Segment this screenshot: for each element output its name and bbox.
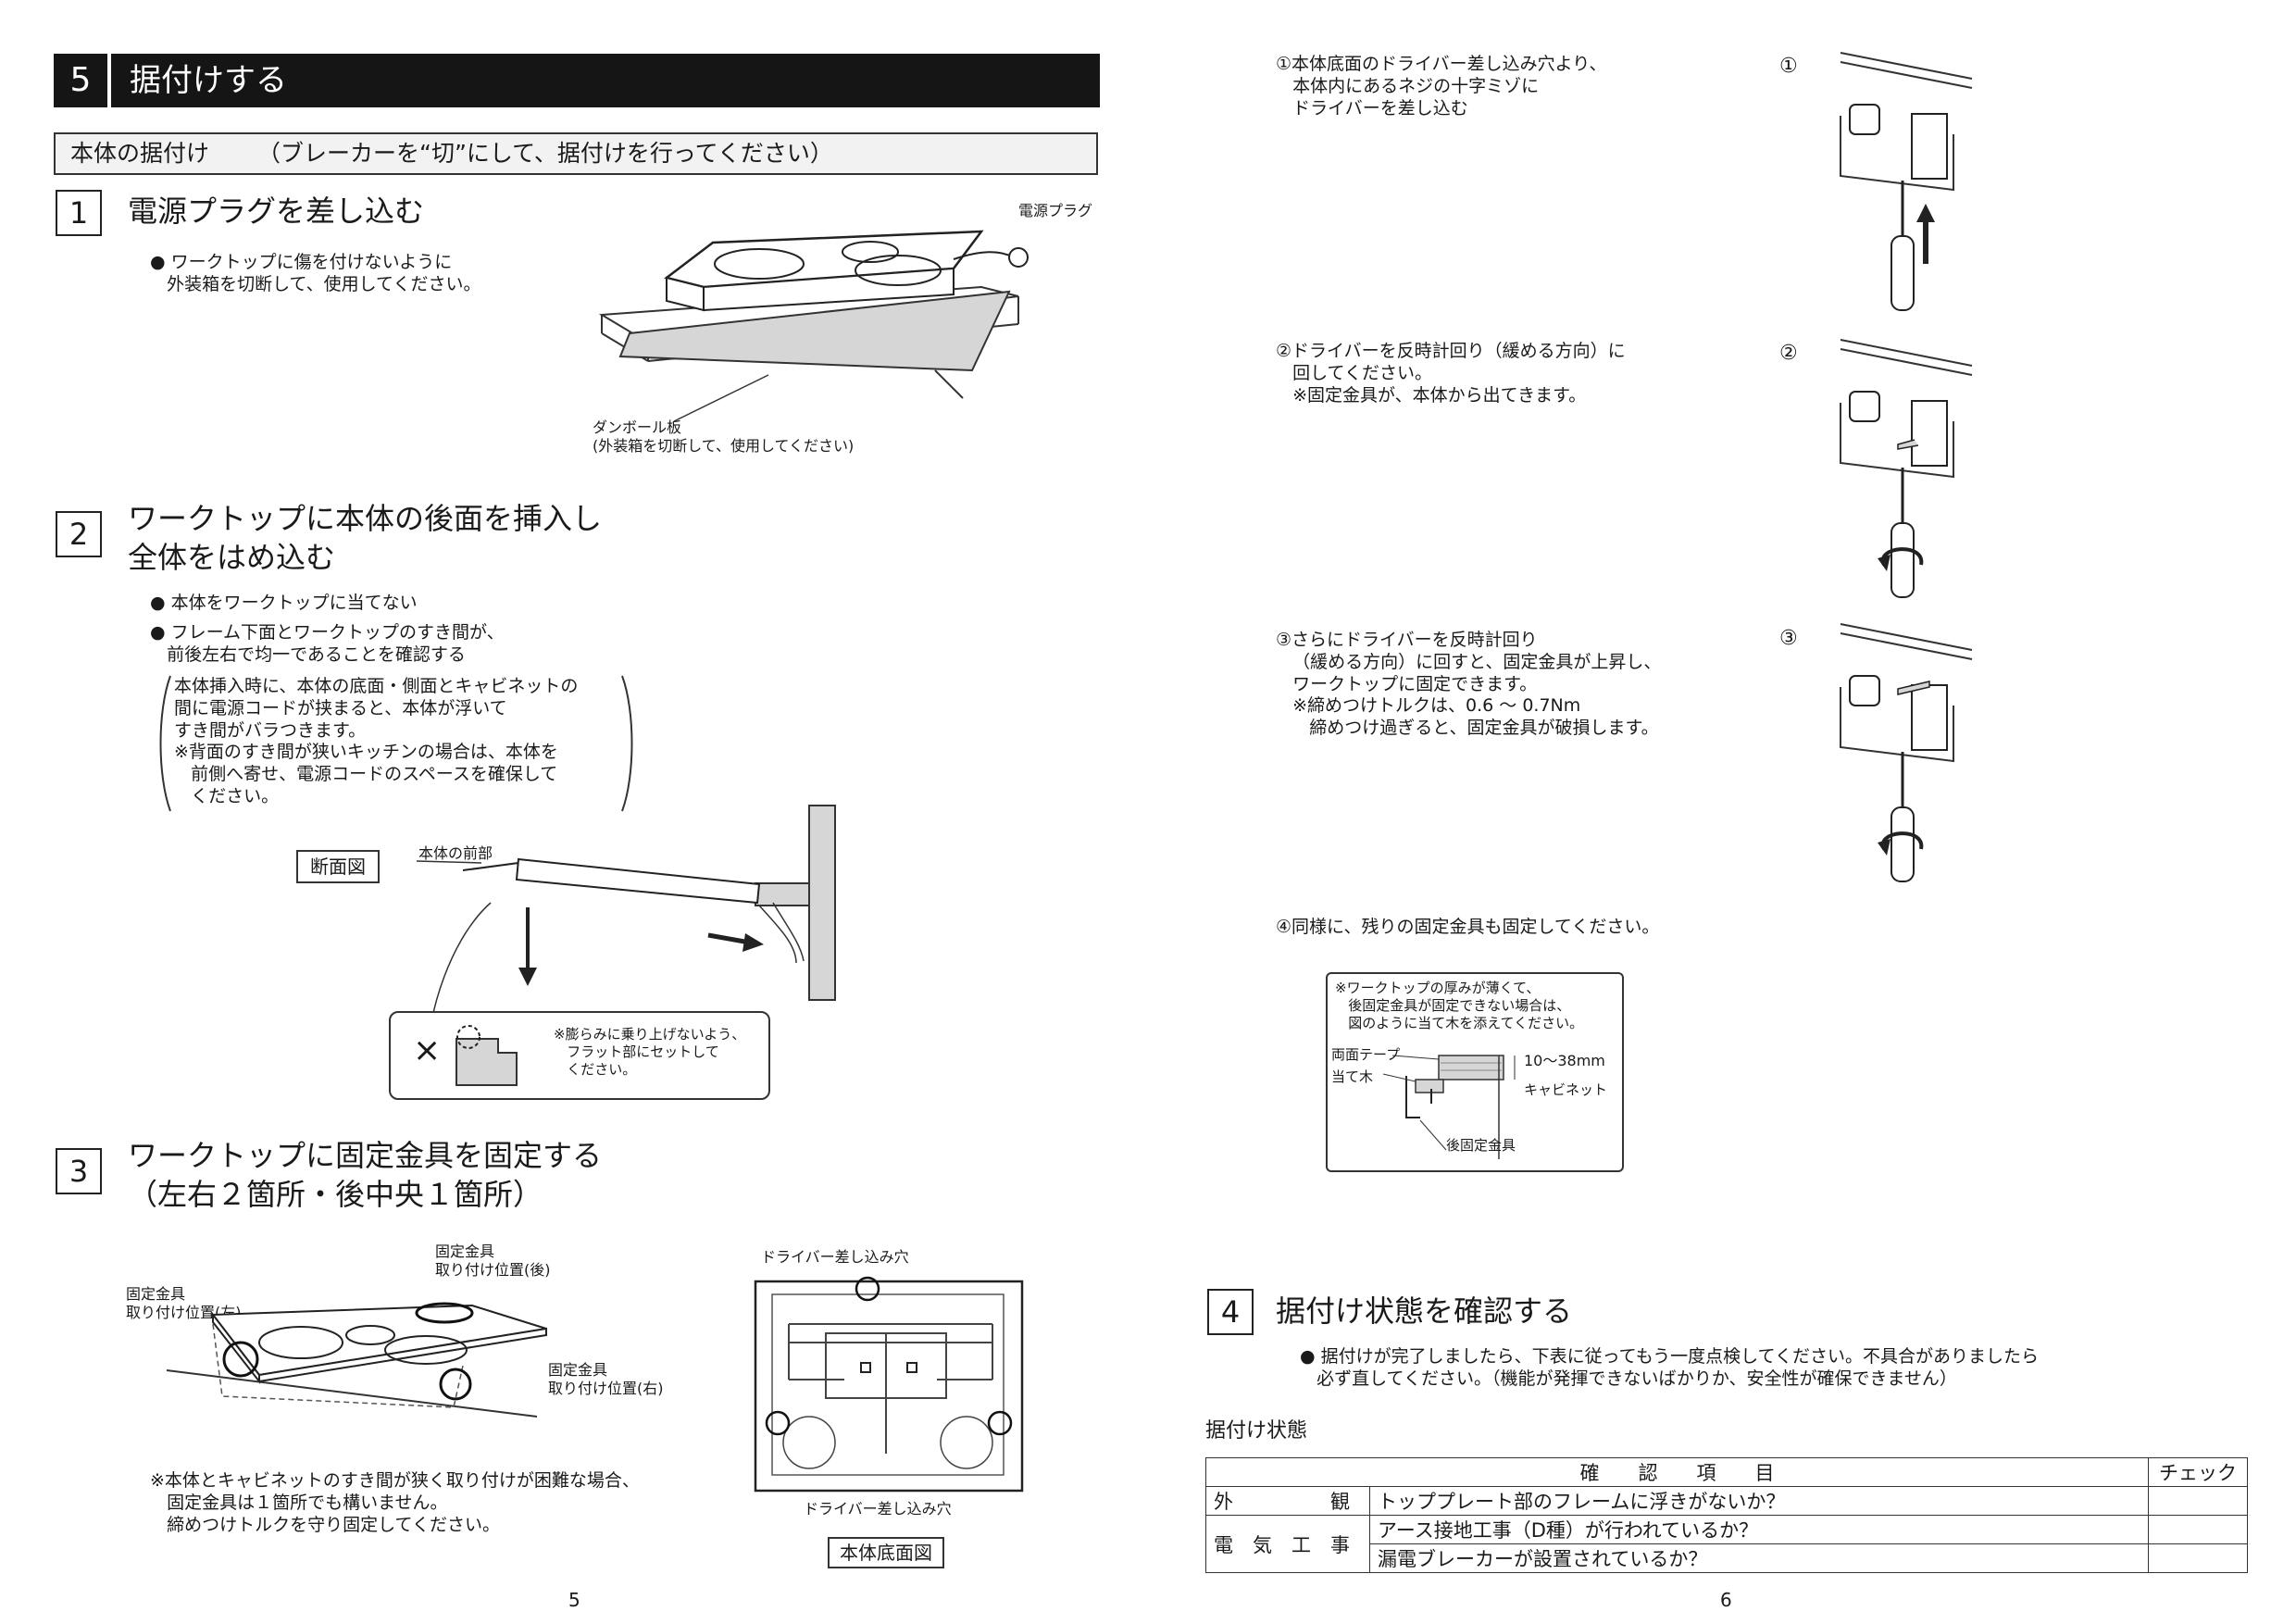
row-check-cell[interactable]	[2148, 1543, 2248, 1573]
note-bracket	[159, 675, 633, 812]
subheader-title: 本体の据付け	[70, 140, 210, 167]
row-check-cell[interactable]	[2148, 1515, 2248, 1544]
inset-note: ※膨らみに乗り上げないよう、 フラット部にセットして ください。	[554, 1026, 746, 1078]
install-step-1-text: ①本体底面のドライバー差し込み穴より、 本体内にあるネジの十字ミゾに ドライバー…	[1276, 54, 1607, 119]
step-2-note: 本体挿入時に、本体の底面・側面とキャビネットの 間に電源コードが挟まると、本体が…	[174, 676, 579, 806]
driver-illustration-1	[1840, 52, 1973, 311]
driver-illustration-3	[1840, 623, 1973, 882]
step-3-number: 3	[56, 1148, 102, 1194]
row-category: 外 観	[1205, 1486, 1370, 1516]
install-step-2-mark: ②	[1779, 342, 1798, 365]
step-2-title: ワークトップに本体の後面を挿入し 全体をはめ込む	[128, 501, 603, 575]
section-number: 5	[54, 54, 111, 107]
top-view-illustration	[166, 1302, 547, 1418]
table-row: 外 観 トッププレート部のフレームに浮きがないか？	[1205, 1486, 2248, 1516]
install-step-3-mark: ③	[1779, 627, 1798, 650]
label-bracket-rear: 固定金具 取り付け位置(後)	[435, 1243, 551, 1279]
x-mark: ×	[413, 1031, 442, 1069]
subheader-note: （ブレーカーを“切”にして、据付けを行ってください）	[257, 140, 833, 167]
cooktop-illustration	[598, 230, 1029, 422]
step-4-number: 4	[1207, 1289, 1254, 1335]
install-step-1-mark: ①	[1779, 55, 1798, 78]
table-row: 電 気 工 事 アース接地工事（D種）が行われているか？	[1205, 1515, 2248, 1573]
header-item: 確 認 項 目	[1205, 1457, 2149, 1487]
cross-section-illustration	[416, 805, 836, 1075]
install-step-2-text: ②ドライバーを反時計回り（緩める方向）に 回してください。 ※固定金具が、本体か…	[1276, 341, 1626, 406]
table-row: 漏電ブレーカーが設置されているか？	[1206, 1543, 2248, 1573]
row-check-cell[interactable]	[2148, 1486, 2248, 1516]
step-4-bullet: ● 据付けが完了しましたら、下表に従ってもう一度点検してください。不具合がありま…	[1300, 1346, 2040, 1389]
label-bottom-view: 本体底面図	[828, 1537, 944, 1568]
page-number-left: 5	[568, 1589, 580, 1611]
label-power-plug: 電源プラグ	[1018, 202, 1093, 219]
section-header: 5 据付けする	[54, 54, 1100, 107]
label-bracket-right: 固定金具 取り付け位置(右)	[548, 1361, 664, 1397]
label-rear-bracket: 後固定金具	[1446, 1137, 1516, 1154]
header-check: チェック	[2148, 1457, 2248, 1487]
bottom-view-illustration	[754, 1276, 1024, 1493]
inset-thin-note: ※ワークトップの厚みが薄くて、 後固定金具が固定できない場合は、 図のように当て…	[1335, 980, 1584, 1031]
step-1-title: 電源プラグを差し込む	[128, 194, 425, 229]
row-item: トッププレート部のフレームに浮きがないか？	[1369, 1486, 2149, 1516]
inset-caution: × ※膨らみに乗り上げないよう、 フラット部にセットして ください。	[389, 1011, 770, 1100]
inset-thin-worktop: ※ワークトップの厚みが薄くて、 後固定金具が固定できない場合は、 図のように当て…	[1326, 972, 1624, 1172]
step-1-bullet: ● ワークトップに傷を付けないように 外装箱を切断して、使用してください。	[150, 252, 481, 294]
label-driver-hole-bottom: ドライバー差し込み穴	[804, 1500, 952, 1518]
row-item: アース接地工事（D種）が行われているか？	[1369, 1515, 2149, 1544]
label-driver-hole-top: ドライバー差し込み穴	[761, 1248, 909, 1266]
step-3-note: ※本体とキャビネットのすき間が狭く取り付けが困難な場合、 固定金具は１箇所でも構…	[150, 1470, 640, 1535]
thin-worktop-drawing	[1382, 1055, 1516, 1159]
section-title: 据付けする	[130, 62, 287, 99]
driver-illustration-2	[1840, 339, 1973, 598]
label-double-tape: 両面テープ	[1331, 1046, 1401, 1063]
check-table: 確 認 項 目 チェック 外 観 トッププレート部のフレームに浮きがないか？ 電…	[1205, 1457, 2248, 1573]
step-4-title: 据付け状態を確認する	[1276, 1293, 1573, 1329]
step-1-number: 1	[56, 190, 102, 236]
table-header-row: 確 認 項 目 チェック	[1205, 1457, 2248, 1487]
label-front: 本体の前部	[418, 844, 493, 862]
step-2-bullet-2: ● フレーム下面とワークトップのすき間が、 前後左右で均一であることを確認する	[150, 622, 505, 665]
step-2-number: 2	[56, 511, 102, 557]
subheader: 本体の据付け （ブレーカーを“切”にして、据付けを行ってください）	[54, 132, 1098, 175]
label-thickness-range: 10〜38mm	[1524, 1052, 1605, 1069]
step-2-bullet-1: ● 本体をワークトップに当てない	[150, 593, 418, 613]
inset-drawing	[455, 1025, 518, 1086]
label-cardboard: ダンボール板 (外装箱を切断して、使用してください)	[593, 418, 855, 455]
label-wood: 当て木	[1331, 1068, 1374, 1085]
install-step-3-text: ③さらにドライバーを反時計回り （緩める方向）に回すと、固定金具が上昇し、 ワー…	[1276, 630, 1662, 738]
step-3-title: ワークトップに固定金具を固定する （左右２箇所・後中央１箇所）	[128, 1138, 603, 1212]
row-category: 電 気 工 事	[1205, 1515, 1370, 1573]
label-section-view: 断面図	[296, 850, 380, 883]
install-step-4-text: ④同様に、残りの固定金具も固定してください。	[1276, 917, 1660, 937]
table-title: 据付け状態	[1205, 1419, 1308, 1443]
row-item: 漏電ブレーカーが設置されているか？	[1369, 1543, 2149, 1573]
label-cabinet: キャビネット	[1524, 1081, 1608, 1098]
page-number-right: 6	[1720, 1589, 1732, 1611]
